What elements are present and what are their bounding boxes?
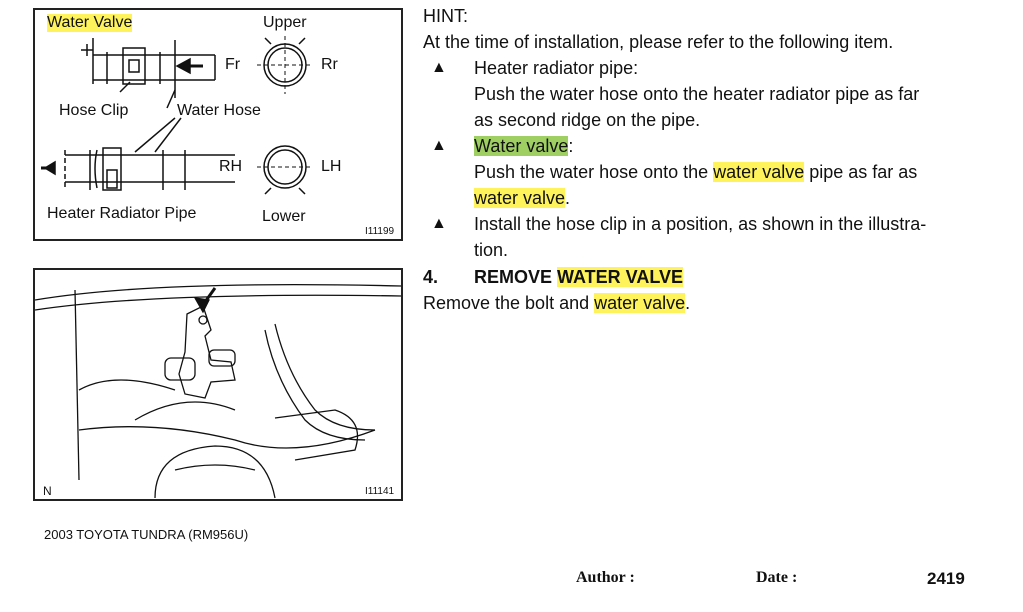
date-label: Date :	[756, 569, 798, 586]
highlighted-term: Water valve	[474, 136, 569, 156]
figure-id: I11199	[365, 226, 395, 237]
item-text: tion.	[474, 240, 509, 260]
item-text: water valve.	[474, 188, 571, 208]
item-text: as second ridge on the pipe.	[474, 110, 701, 130]
highlighted-term: water valve	[474, 188, 566, 208]
water-valve-location-illustration: N I11141	[33, 268, 403, 501]
step-number: 4.	[423, 267, 439, 287]
hint-intro: At the time of installation, please refe…	[423, 32, 894, 52]
hose-clip-diagram: Water Valve Upper Fr Rr Hose Clip Water …	[33, 8, 403, 241]
author-label: Author :	[576, 569, 635, 586]
fr-label: Fr	[225, 56, 241, 73]
item-title: Water valve:	[474, 136, 574, 156]
item-text: Push the water hose onto the water valve…	[474, 162, 918, 182]
bullet-triangle-icon: ▲	[431, 215, 447, 232]
north-label: N	[43, 484, 52, 498]
hint-heading: HINT:	[423, 6, 468, 26]
lh-label: LH	[321, 158, 342, 175]
step-body: Remove the bolt and water valve.	[423, 293, 691, 313]
page-number: 2419	[927, 569, 965, 588]
item-title: Heater radiator pipe:	[474, 58, 639, 78]
highlighted-term: water valve	[713, 162, 805, 182]
bullet-triangle-icon: ▲	[431, 59, 447, 76]
engine-bay-drawing	[35, 283, 401, 499]
water-valve-label: Water Valve	[47, 14, 133, 32]
hose-clip-drawing	[41, 36, 313, 195]
vehicle-caption: 2003 TOYOTA TUNDRA (RM956U)	[44, 527, 249, 542]
item-text: Push the water hose onto the heater radi…	[474, 84, 920, 104]
rr-label: Rr	[321, 56, 338, 73]
highlighted-term: WATER VALVE	[557, 267, 684, 287]
water-hose-label: Water Hose	[177, 102, 261, 119]
upper-label: Upper	[263, 14, 307, 31]
lower-label: Lower	[262, 208, 306, 225]
bullet-triangle-icon: ▲	[431, 137, 447, 154]
highlighted-term: water valve	[594, 293, 686, 313]
step-title: REMOVE WATER VALVE	[474, 267, 684, 287]
figure-id: I11141	[365, 486, 395, 497]
rh-label: RH	[219, 158, 243, 175]
hose-clip-label: Hose Clip	[59, 102, 129, 119]
item-text: Install the hose clip in a position, as …	[474, 214, 927, 234]
heater-radiator-pipe-label: Heater Radiator Pipe	[47, 205, 197, 222]
